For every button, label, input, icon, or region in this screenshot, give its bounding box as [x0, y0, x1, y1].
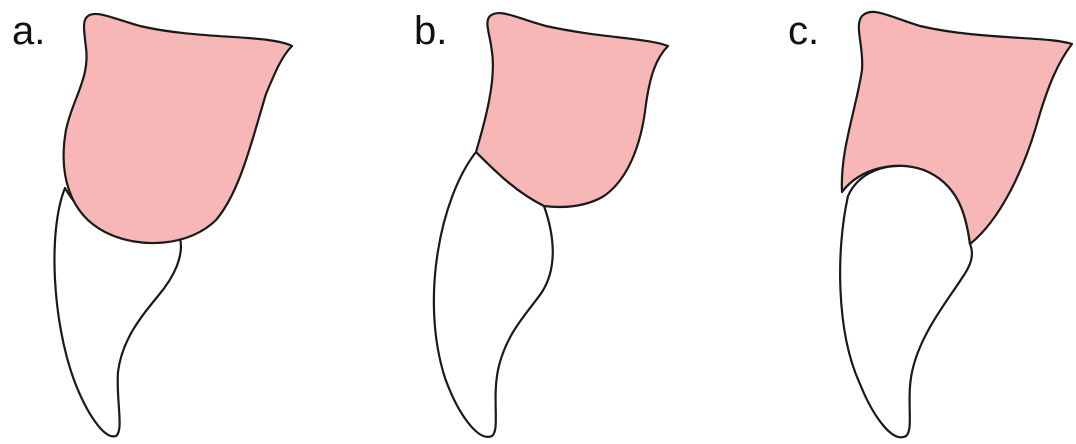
panel-a: a.: [12, 9, 292, 436]
panel-b: b.: [414, 9, 668, 437]
panel-label-b: b.: [414, 9, 447, 53]
panel-b-crown: [476, 13, 668, 207]
panel-label-a: a.: [12, 9, 45, 53]
panel-label-c: c.: [788, 9, 819, 53]
panel-a-crown: [64, 14, 292, 243]
panel-c: c.: [788, 9, 1072, 437]
panel-c-root: [840, 166, 972, 437]
